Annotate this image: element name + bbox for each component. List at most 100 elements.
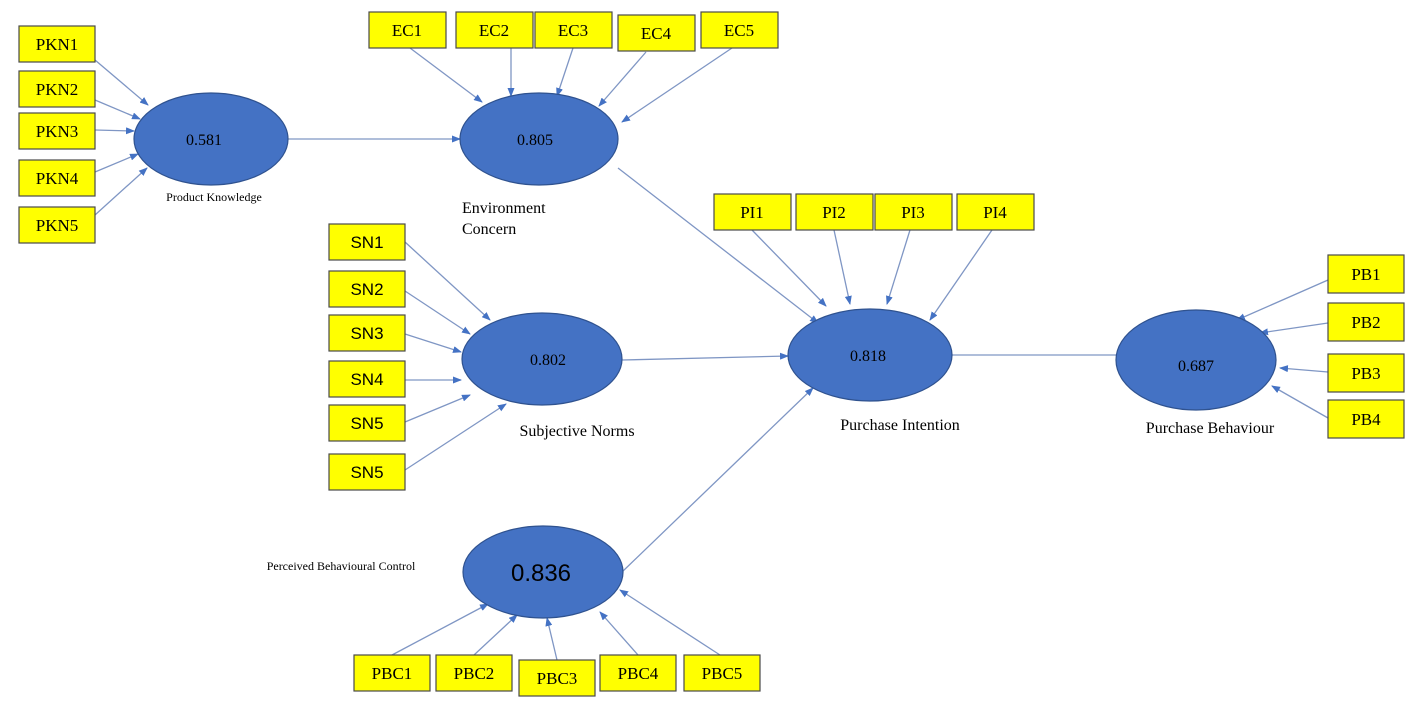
purchase-behaviour-value: 0.687 [1178, 358, 1214, 375]
construct-perceived-behavioural-control: 0.836 Perceived Behavioural Control [267, 525, 624, 619]
indicator-box: PI4 [956, 193, 1035, 231]
indicator-rect [328, 404, 406, 442]
indicator-label: PBC5 [702, 664, 743, 683]
indicator-rect [1327, 353, 1405, 393]
indicator-box: PB2 [1327, 302, 1405, 342]
arrow-ec3 [556, 47, 574, 97]
pb-indicators: PB1 PB2 PB3 PB4 [1327, 254, 1405, 439]
indicator-label: EC1 [392, 21, 422, 40]
construct-subjective-norms: 0.802 Subjective Norms [461, 312, 635, 440]
indicator-label: PKN3 [36, 122, 79, 141]
indicator-rect [435, 654, 513, 692]
indicator-label: PBC3 [537, 669, 578, 688]
sn-indicators: SN1 SN2 SN3 SN4 SN5 SN5 [328, 223, 406, 491]
indicator-rect [956, 193, 1035, 231]
indicator-rect [18, 206, 96, 244]
indicator-box: EC2 [455, 11, 534, 49]
indicator-box: PB4 [1327, 399, 1405, 439]
environment-concern-label-line2: Concern [462, 221, 516, 238]
indicator-rect [617, 14, 696, 52]
indicator-box: SN2 [328, 270, 406, 308]
indicator-label: PBC1 [372, 664, 413, 683]
arrow-pbc5 [619, 589, 721, 656]
indicator-box: EC5 [700, 11, 779, 49]
indicator-rect [18, 112, 96, 150]
indicator-rect [874, 193, 953, 231]
pkn-indicators: PKN1 PKN2 PKN3 PKN4 PKN5 [18, 25, 96, 244]
arrow-pb3 [1279, 365, 1329, 373]
indicator-rect [18, 25, 96, 63]
indicator-rect [534, 11, 613, 49]
environment-concern-label-line1: Environment [462, 200, 546, 217]
indicator-label: EC5 [724, 21, 754, 40]
indicator-rect [328, 453, 406, 491]
indicator-rect [599, 654, 677, 692]
arrow-sn5a [404, 394, 471, 423]
indicator-label: SN3 [350, 324, 383, 343]
indicator-rect [713, 193, 792, 231]
indicator-label: SN5 [350, 414, 383, 433]
arrow-pbc1 [391, 603, 489, 656]
indicator-label: PKN5 [36, 216, 79, 235]
indicator-label: PKN1 [36, 35, 79, 54]
path-sn-to-pi [621, 352, 789, 361]
indicator-label: PB1 [1351, 265, 1380, 284]
pbc-value: 0.836 [511, 560, 571, 587]
environment-concern-value: 0.805 [517, 132, 553, 149]
pbc-label: Perceived Behavioural Control [267, 559, 416, 573]
arrow-pbc4 [599, 611, 639, 656]
indicator-rect [18, 159, 96, 197]
arrow-pb1 [1236, 279, 1329, 321]
indicator-box: PBC4 [599, 654, 677, 692]
indicator-box: SN3 [328, 314, 406, 352]
indicator-label: SN1 [350, 233, 383, 252]
indicator-label: PKN2 [36, 80, 79, 99]
purchase-behaviour-ellipse [1115, 309, 1277, 411]
indicator-box: PI2 [795, 193, 874, 231]
indicator-rect [353, 654, 431, 692]
product-knowledge-label: Product Knowledge [166, 190, 262, 204]
indicator-box: PI3 [874, 193, 953, 231]
arrow-ec4 [598, 51, 647, 107]
pi-indicators: PI1 PI2 PI3 PI4 [713, 193, 1035, 231]
arrow-pkn5 [94, 167, 148, 216]
indicator-rect [518, 659, 596, 697]
purchase-intention-label: Purchase Intention [840, 417, 960, 434]
indicator-box: EC4 [617, 14, 696, 52]
arrow-sn5b [404, 403, 507, 471]
indicator-label: PB4 [1351, 410, 1381, 429]
pbc-ellipse [462, 525, 624, 619]
construct-product-knowledge: 0.581 Product Knowledge [133, 92, 289, 204]
indicator-rect [455, 11, 534, 49]
indicator-label: SN2 [350, 280, 383, 299]
arrow-pbc2 [473, 614, 518, 656]
product-knowledge-value: 0.581 [186, 132, 222, 149]
indicator-label: EC3 [558, 21, 588, 40]
indicator-box: EC1 [368, 11, 447, 49]
indicator-label: PI4 [983, 203, 1007, 222]
product-knowledge-ellipse [133, 92, 289, 186]
arrow-ec5 [621, 47, 733, 123]
indicator-box: SN1 [328, 223, 406, 261]
indicator-box: PBC3 [518, 659, 596, 697]
indicator-box: PKN5 [18, 206, 96, 244]
indicator-label: EC4 [641, 24, 672, 43]
path-pbc-to-pi [621, 387, 814, 573]
indicator-rect [1327, 399, 1405, 439]
arrow-pb4 [1271, 385, 1329, 419]
indicator-rect [328, 360, 406, 398]
arrow-pi4 [929, 229, 993, 321]
arrow-pi1 [751, 229, 827, 307]
indicator-label: PB2 [1351, 313, 1380, 332]
indicator-rect [328, 270, 406, 308]
arrow-pkn1 [94, 59, 149, 106]
construct-environment-concern: 0.805 Environment Concern [459, 92, 619, 238]
arrow-pi2 [833, 229, 852, 305]
indicator-box: PBC1 [353, 654, 431, 692]
indicator-label: PI1 [740, 203, 764, 222]
path-ec-to-pi [617, 167, 819, 324]
arrow-pb2 [1259, 322, 1329, 336]
arrow-pkn2 [94, 99, 141, 120]
arrow-pkn4 [94, 153, 139, 173]
